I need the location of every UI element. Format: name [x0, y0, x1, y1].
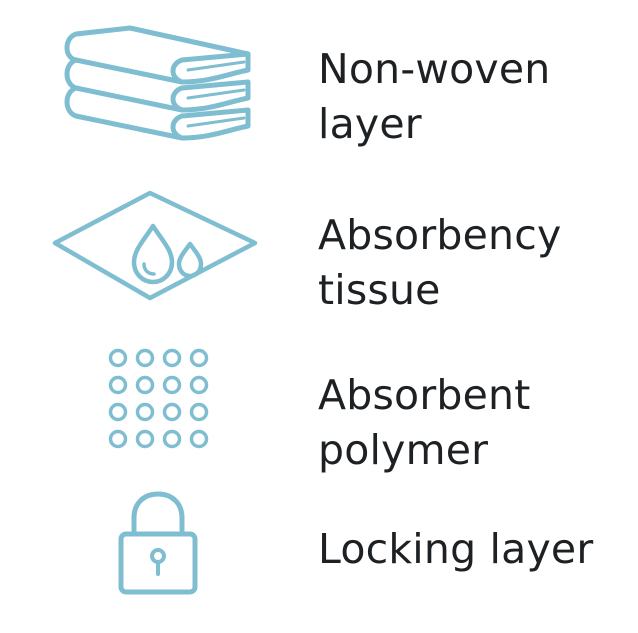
feature-label-line-2: polymer	[318, 426, 489, 474]
feature-absorbency-tissue: Absorbency tissue	[0, 170, 638, 330]
feature-label: Absorbency tissue	[318, 208, 628, 318]
feature-absorbent-polymer: Absorbent polymer	[0, 330, 638, 480]
feature-label-line-2: tissue	[318, 266, 441, 314]
padlock-icon	[118, 490, 198, 600]
feature-label-line-1: Absorbency	[318, 211, 562, 259]
feature-non-woven-layer: Non-woven layer	[0, 0, 638, 170]
feature-label: Locking layer	[318, 522, 628, 577]
feature-label: Absorbent polymer	[318, 368, 628, 478]
feature-label-line-2: layer	[318, 100, 422, 148]
feature-locking-layer: Locking layer	[0, 480, 638, 620]
polymer-dots-icon	[108, 348, 212, 452]
feature-label: Non-woven layer	[318, 42, 628, 152]
folded-towels-icon	[60, 20, 260, 170]
water-drops-pad-icon	[50, 188, 260, 308]
feature-label-line-1: Non-woven	[318, 45, 551, 93]
feature-label-line-1: Locking layer	[318, 525, 594, 573]
feature-label-line-1: Absorbent	[318, 371, 531, 419]
